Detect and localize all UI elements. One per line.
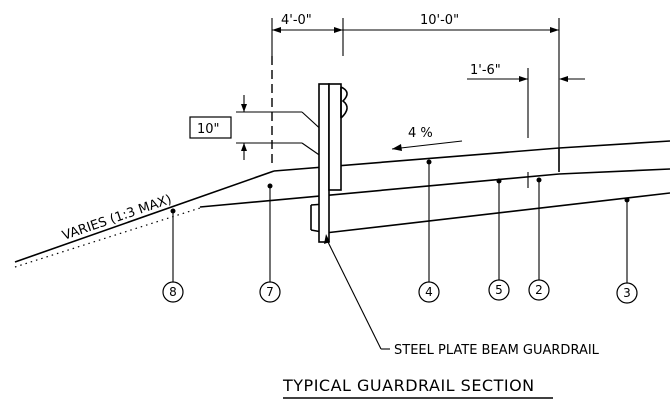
cross-slope-indicator: 4 % (391, 126, 463, 151)
section-title: TYPICAL GUARDRAIL SECTION (282, 376, 535, 395)
guardrail-assembly (318, 83, 348, 243)
svg-text:2: 2 (535, 283, 543, 297)
svg-text:7: 7 (266, 285, 274, 299)
shoulder-surface (273, 147, 560, 172)
pavement-surface (558, 140, 670, 149)
dimension-label-10ft: 10'-0" (420, 13, 459, 28)
item-marker-7: 7 (259, 183, 281, 303)
svg-text:4: 4 (425, 285, 433, 299)
guardrail-callout-label: STEEL PLATE BEAM GUARDRAIL (394, 343, 600, 358)
base-layer-top (199, 173, 560, 208)
item-marker-4: 4 (418, 159, 440, 303)
guardrail-blockout (328, 83, 342, 191)
embankment-slope (14, 170, 275, 263)
dimension-post-offset: 4'-0" (271, 13, 344, 56)
base-layer-top-right (558, 168, 670, 175)
side-slope-label: VARIES (1:3 MAX) (60, 192, 173, 244)
dimension-label-1ft6: 1'-6" (470, 63, 501, 78)
w-beam-rail (340, 86, 348, 119)
dimension-label-10in: 10" (197, 122, 220, 137)
guardrail-callout: STEEL PLATE BEAM GUARDRAIL (324, 234, 600, 358)
svg-text:5: 5 (495, 283, 503, 297)
dimension-shoulder-width: 10'-0" (343, 13, 560, 148)
item-marker-3: 3 (616, 197, 638, 304)
roadway-section (14, 140, 670, 268)
item-markers: 8 7 4 5 2 3 (162, 159, 638, 304)
dimension-rail-height: 10" (189, 95, 339, 169)
item-marker-8: 8 (162, 208, 184, 303)
guardrail-post (318, 83, 330, 243)
rail-height-box (189, 116, 232, 139)
svg-text:8: 8 (169, 285, 177, 299)
dimension-edge-offset: 1'-6" (467, 63, 585, 188)
item-marker-5: 5 (488, 178, 510, 301)
dimension-label-4ft: 4'-0" (281, 13, 312, 28)
svg-text:3: 3 (623, 286, 631, 300)
subbase-bottom (324, 192, 670, 234)
item-marker-2: 2 (528, 177, 550, 301)
cross-slope-label: 4 % (408, 126, 433, 141)
